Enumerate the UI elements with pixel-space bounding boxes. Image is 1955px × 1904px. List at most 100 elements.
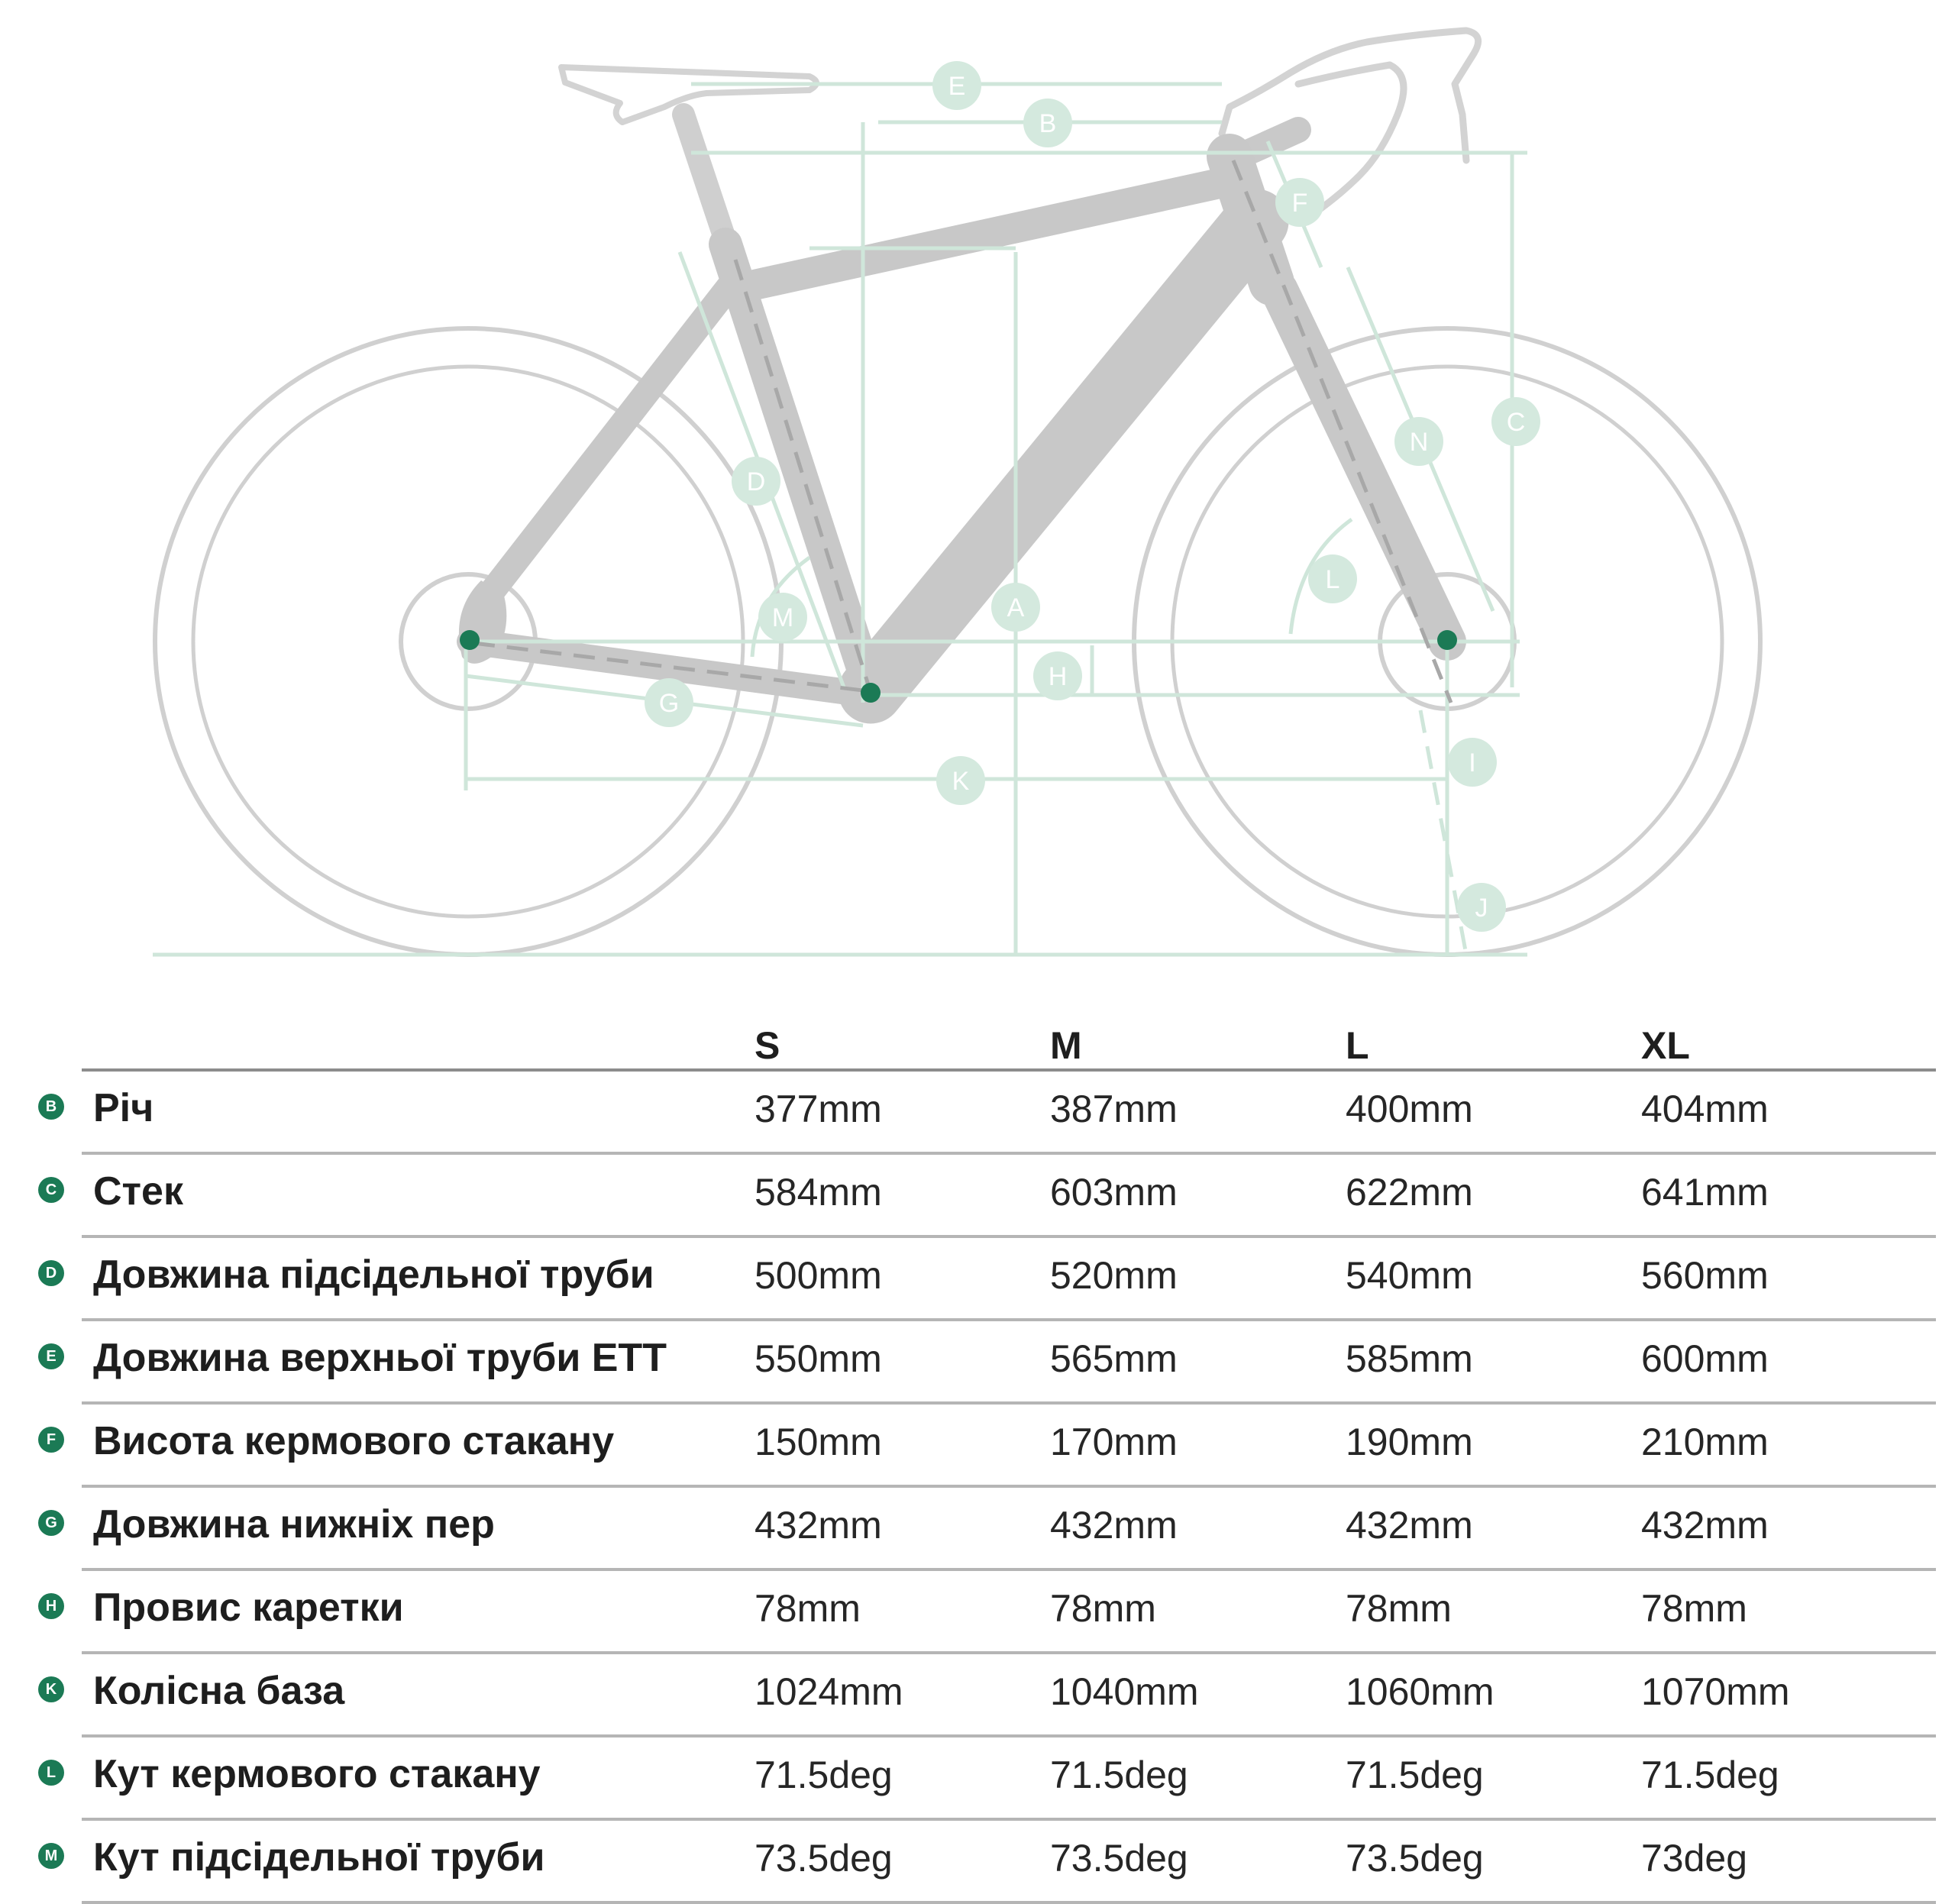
- measurement-value: 404mm: [1641, 1088, 1769, 1130]
- chain-stay: [457, 629, 884, 708]
- measurement-value: 540mm: [1346, 1254, 1473, 1297]
- measurement-value: 550mm: [755, 1337, 882, 1380]
- marker-letter: K: [952, 767, 970, 796]
- marker-circle: [1448, 738, 1497, 787]
- marker-circle: [991, 583, 1040, 632]
- marker-circle: [758, 593, 807, 642]
- measurement-value: 432mm: [1641, 1504, 1769, 1547]
- head-tube: [1207, 134, 1294, 305]
- guide-lines: [153, 82, 1527, 957]
- marker-letter: F: [1292, 189, 1308, 218]
- measurement-badge: K: [38, 1676, 64, 1702]
- row-divider: [82, 1818, 1936, 1821]
- measurement-value: 387mm: [1050, 1088, 1178, 1130]
- measurement-value: 432mm: [1050, 1504, 1178, 1547]
- measurement-value: 71.5deg: [1641, 1754, 1779, 1796]
- marker-letter: D: [747, 467, 766, 496]
- size-header-s: S: [755, 1024, 780, 1067]
- measurement-value: 622mm: [1346, 1171, 1473, 1214]
- measurement-value: 78mm: [1050, 1587, 1156, 1630]
- measurement-value: 432mm: [755, 1504, 882, 1547]
- measurement-badge: F: [38, 1427, 64, 1453]
- marker-circle: [1023, 99, 1072, 147]
- measurement-value: 1060mm: [1346, 1670, 1495, 1713]
- measurement-label: Кут кермового стакану: [93, 1752, 541, 1796]
- bottom-bracket-point: [861, 683, 881, 703]
- measurement-value: 520mm: [1050, 1254, 1178, 1297]
- header-divider: [82, 1068, 1936, 1072]
- rear-axle-point: [460, 630, 480, 650]
- measurement-value: 210mm: [1641, 1421, 1769, 1463]
- measurement-label: Провис каретки: [93, 1586, 404, 1630]
- marker-letter: I: [1469, 748, 1475, 777]
- measurement-badge: B: [38, 1094, 64, 1120]
- marker-circle: [1491, 397, 1540, 446]
- measurement-value: 170mm: [1050, 1421, 1178, 1463]
- row-divider: [82, 1318, 1936, 1321]
- measurement-value: 1070mm: [1641, 1670, 1790, 1713]
- row-divider: [82, 1568, 1936, 1571]
- measurement-label: Довжина верхньої труби ETT: [93, 1336, 667, 1380]
- measurement-value: 560mm: [1641, 1254, 1769, 1297]
- marker-letter: C: [1507, 408, 1526, 437]
- marker-letter: H: [1049, 662, 1068, 691]
- measurement-badge: D: [38, 1260, 64, 1286]
- measurement-value: 377mm: [755, 1088, 882, 1130]
- measurement-value: 400mm: [1346, 1088, 1473, 1130]
- marker-letter: A: [1007, 593, 1025, 622]
- down-tube: [838, 189, 1289, 724]
- seat-stay: [476, 273, 742, 609]
- marker-letter: B: [1039, 109, 1057, 138]
- marker-circle: [932, 61, 981, 110]
- table-row: K Колісна база 1024mm 1040mm 1060mm 1070mm: [0, 1654, 1955, 1738]
- measurement-label: Висота кермового стакану: [93, 1419, 615, 1463]
- measurement-badge: H: [38, 1593, 64, 1619]
- front-axle-point: [1437, 630, 1457, 650]
- marker-circle: [1033, 651, 1082, 700]
- measurement-value: 584mm: [755, 1171, 882, 1214]
- marker-circle: [732, 457, 780, 506]
- measurement-value: 1024mm: [755, 1670, 903, 1713]
- marker-letter: E: [948, 72, 966, 101]
- measurement-value: 641mm: [1641, 1171, 1769, 1214]
- measurement-value: 565mm: [1050, 1337, 1178, 1380]
- measurement-value: 150mm: [755, 1421, 882, 1463]
- row-divider: [82, 1651, 1936, 1654]
- measurement-label: Кут підсідельної труби: [93, 1835, 545, 1880]
- measurement-value: 432mm: [1346, 1504, 1473, 1547]
- measurement-value: 585mm: [1346, 1337, 1473, 1380]
- measurement-label: Стек: [93, 1169, 183, 1214]
- marker-circle: [1275, 178, 1324, 227]
- measurement-badge: M: [38, 1843, 64, 1869]
- marker-letter: G: [659, 689, 679, 718]
- row-divider: [82, 1152, 1936, 1155]
- measurement-label: Колісна база: [93, 1669, 345, 1713]
- marker-circle: [1457, 883, 1506, 932]
- measurement-value: 73.5deg: [1346, 1837, 1484, 1880]
- measurement-label: Річ: [93, 1086, 154, 1130]
- measurement-value: 71.5deg: [1050, 1754, 1188, 1796]
- row-divider: [82, 1734, 1936, 1738]
- row-divider: [82, 1235, 1936, 1238]
- top-tube: [722, 164, 1252, 304]
- measurement-label: Довжина нижніх пер: [93, 1502, 495, 1547]
- table-row: B Річ 377mm 387mm 400mm 404mm: [0, 1072, 1955, 1155]
- marker-circle: [936, 756, 985, 805]
- measurement-value: 73.5deg: [755, 1837, 893, 1880]
- size-header-l: L: [1346, 1024, 1369, 1067]
- measurement-value: 1040mm: [1050, 1670, 1199, 1713]
- centerlines: [473, 160, 1453, 703]
- size-header-m: M: [1050, 1024, 1082, 1067]
- row-divider: [82, 1901, 1936, 1904]
- measurement-value: 73.5deg: [1050, 1837, 1188, 1880]
- measurement-value: 500mm: [755, 1254, 882, 1297]
- table-row: M Кут підсідельної труби 73.5deg 73.5deg 73.…: [0, 1821, 1955, 1904]
- row-divider: [82, 1401, 1936, 1405]
- marker-circle: [645, 678, 693, 727]
- measurement-badge: L: [38, 1760, 64, 1786]
